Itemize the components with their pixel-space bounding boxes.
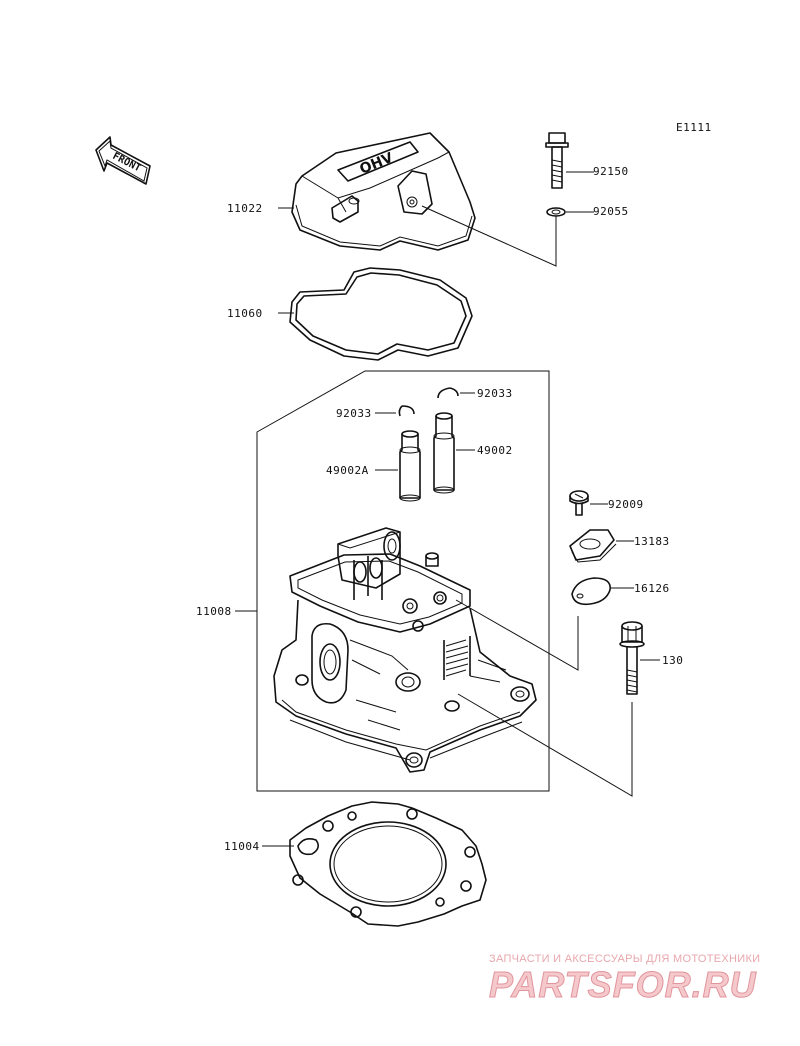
part-number-92009: 92009 (608, 498, 644, 511)
part-number-49002A: 49002A (326, 464, 369, 477)
washer-92055 (546, 207, 566, 217)
bolt-92150 (545, 132, 569, 189)
part-number-92033-right: 92033 (477, 387, 513, 400)
valve-guide-49002A (399, 430, 421, 502)
part-number-11008: 11008 (196, 605, 232, 618)
leader-lines (235, 171, 660, 847)
part-number-92150: 92150 (593, 165, 629, 178)
valve-cover: OHV (291, 132, 476, 251)
front-arrow-icon: FRONT (95, 136, 151, 185)
part-number-92033-left: 92033 (336, 407, 372, 420)
valve-guide-49002 (433, 412, 455, 494)
plate-13183 (569, 529, 617, 563)
part-number-130: 130 (662, 654, 683, 667)
cover-gasket (289, 267, 473, 361)
assembly-outline (256, 370, 550, 792)
cover-lettering: OHV (358, 150, 396, 178)
part-number-13183: 13183 (634, 535, 670, 548)
gasket-16126 (571, 577, 611, 606)
cotter-92033-right (437, 387, 459, 399)
part-number-49002: 49002 (477, 444, 513, 457)
screw-92009 (569, 490, 589, 516)
part-number-11004: 11004 (224, 840, 260, 853)
part-number-92055: 92055 (593, 205, 629, 218)
cotter-92033-left (398, 405, 415, 417)
watermark-tagline: ЗАПЧАСТИ И АКСЕССУАРЫ ДЛЯ МОТОТЕХНИКИ (489, 953, 760, 965)
reference-code: E1111 (676, 121, 712, 134)
head-gasket (289, 801, 487, 927)
bolt-130 (619, 621, 645, 695)
cylinder-head (273, 527, 537, 773)
part-number-11060: 11060 (227, 307, 263, 320)
part-number-11022: 11022 (227, 202, 263, 215)
part-number-16126: 16126 (634, 582, 670, 595)
watermark-brand: PARTSFOR.RU (489, 964, 757, 1005)
